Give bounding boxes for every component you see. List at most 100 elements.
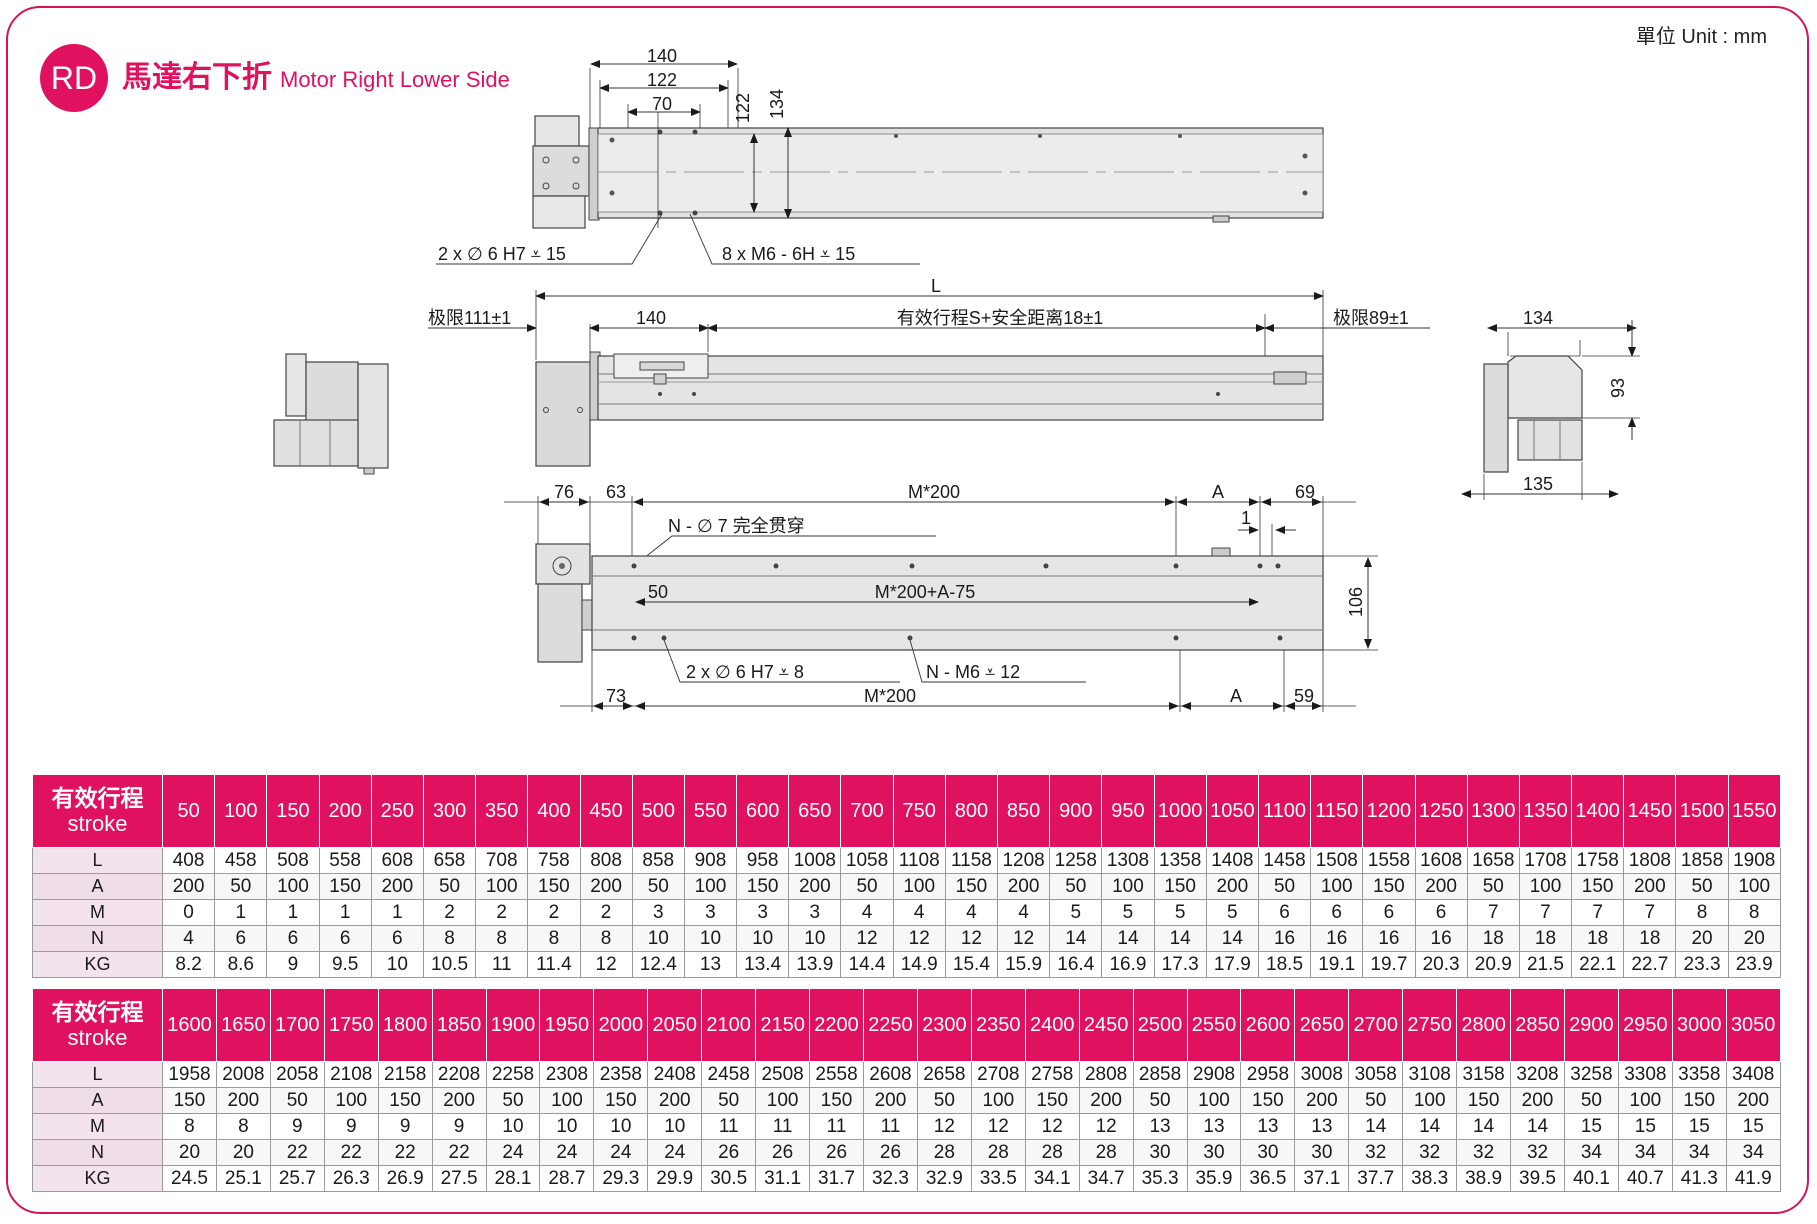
section-badge: RD — [40, 44, 108, 112]
table-cell: 200 — [370, 873, 424, 900]
table-cell: 18 — [1571, 925, 1625, 952]
dim-122-vert: 122 — [733, 93, 753, 123]
table-cell: 10.5 — [422, 951, 477, 978]
stroke-cell: 2350 — [970, 988, 1026, 1062]
table-cell: 9.5 — [318, 951, 372, 978]
table-cell: 6 — [1362, 899, 1416, 926]
table-cell: 50 — [485, 1087, 541, 1114]
table-cell: 100 — [892, 873, 946, 900]
table-cell: 15.4 — [944, 951, 999, 978]
table-cell: 4 — [840, 899, 894, 926]
table-cell: 28.1 — [485, 1165, 541, 1192]
table-cell: 6 — [1414, 899, 1468, 926]
table-cell: 808 — [579, 847, 633, 874]
table-cell: 5 — [1153, 899, 1207, 926]
table-cell: 12 — [970, 1113, 1026, 1140]
stroke-cell: 250 — [370, 774, 424, 848]
table-cell: 100 — [323, 1087, 379, 1114]
table-cell: 50 — [1257, 873, 1312, 900]
table-cell: 150 — [736, 873, 790, 900]
row-label: N — [32, 1139, 163, 1166]
table-cell: 34 — [1563, 1139, 1619, 1166]
table-cell: 4 — [944, 899, 999, 926]
top-view: 140 122 70 122 134 2 x ∅ 6 H7 ⩡ 15 8 x M… — [436, 46, 1324, 265]
table-cell: 18.5 — [1257, 951, 1312, 978]
table-cell: 2908 — [1186, 1061, 1242, 1088]
table-cell: 26 — [809, 1139, 864, 1166]
table-cell: 6 — [318, 925, 372, 952]
table-cell: 50 — [1466, 873, 1520, 900]
table-cell: 150 — [318, 873, 372, 900]
dim-m200-a-75: M*200+A-75 — [875, 582, 976, 602]
unit-label: 單位 Unit : mm — [1635, 26, 1767, 48]
table-cell: 32 — [1510, 1139, 1565, 1166]
note-thread-bottom: N - M6 ⩡ 12 — [926, 662, 1020, 682]
stroke-cell: 2900 — [1563, 988, 1619, 1062]
table-cell: 20 — [215, 1139, 271, 1166]
table-cell: 27.5 — [431, 1165, 487, 1192]
table-cell: 3358 — [1671, 1061, 1727, 1088]
table-cell: 14.4 — [840, 951, 894, 978]
table-cell: 10 — [631, 925, 685, 952]
table-cell: 100 — [755, 1087, 811, 1114]
table-cell: 38.3 — [1402, 1165, 1458, 1192]
table-cell: 29.3 — [593, 1165, 649, 1192]
table-cell: 6 — [1257, 899, 1312, 926]
table-cell: 4 — [161, 925, 216, 952]
table-cell: 1658 — [1466, 847, 1520, 874]
table-cell: 13.4 — [736, 951, 790, 978]
table-cell: 1008 — [788, 847, 842, 874]
table-cell: 1458 — [1257, 847, 1312, 874]
stroke-cell: 3000 — [1671, 988, 1727, 1062]
stroke-cell: 50 — [161, 774, 216, 848]
table-cell: 18 — [1623, 925, 1677, 952]
table-cell: 28 — [1078, 1139, 1134, 1166]
table-cell: 25.7 — [269, 1165, 325, 1192]
stroke-cell: 850 — [996, 774, 1051, 848]
table-cell: 19.1 — [1310, 951, 1364, 978]
table-cell: 2608 — [862, 1061, 918, 1088]
stroke-cell: 2700 — [1348, 988, 1404, 1062]
row-label: M — [32, 899, 163, 926]
table-cell: 41.9 — [1725, 1165, 1781, 1192]
table-cell: 12 — [916, 1113, 972, 1140]
table-cell: 24 — [485, 1139, 541, 1166]
side-view: L 极限111±1 140 有效行程S+安全距离18±1 极限89±1 — [428, 276, 1430, 467]
stroke-cell: 2400 — [1024, 988, 1080, 1062]
note-pin-bottom: 2 x ∅ 6 H7 ⩡ 8 — [686, 662, 804, 682]
table-cell: 24 — [593, 1139, 649, 1166]
stroke-cell: 1450 — [1623, 774, 1677, 848]
table-cell: 100 — [475, 873, 529, 900]
table-cell: 558 — [318, 847, 372, 874]
table-cell: 30 — [1240, 1139, 1296, 1166]
table-cell: 3208 — [1510, 1061, 1565, 1088]
table-cell: 26.9 — [377, 1165, 433, 1192]
table-cell: 32 — [1456, 1139, 1512, 1166]
table-cell: 30.5 — [701, 1165, 757, 1192]
table-cell: 200 — [647, 1087, 703, 1114]
dim-69: 69 — [1295, 482, 1315, 502]
table-cell: 150 — [809, 1087, 864, 1114]
table-cell: 40.1 — [1563, 1165, 1619, 1192]
table-cell: 200 — [1725, 1087, 1781, 1114]
table-cell: 2708 — [970, 1061, 1026, 1088]
stroke-cell: 1000 — [1153, 774, 1207, 848]
table-cell: 41.3 — [1671, 1165, 1727, 1192]
dim-135: 135 — [1523, 474, 1553, 494]
stroke-cell: 750 — [892, 774, 946, 848]
table-cell: 28 — [970, 1139, 1026, 1166]
note-through-hole: N - ∅ 7 完全贯穿 — [668, 516, 805, 536]
table-cell: 3 — [683, 899, 738, 926]
table-cell: 408 — [161, 847, 216, 874]
table-cell: 13 — [1132, 1113, 1188, 1140]
table-cell: 9 — [269, 1113, 325, 1140]
table-cell: 2558 — [809, 1061, 864, 1088]
table-cell: 708 — [475, 847, 529, 874]
table-cell: 37.7 — [1348, 1165, 1404, 1192]
